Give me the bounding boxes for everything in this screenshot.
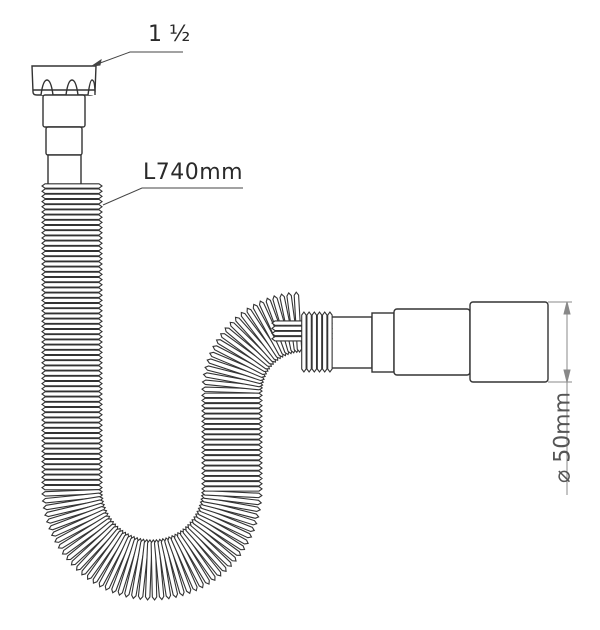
length-leader-line [102,187,243,206]
corrugated-hose [41,183,333,601]
size-leader-line [91,51,183,67]
diameter-label: ⌀ 50mm [550,391,576,484]
length-label: L740mm [143,160,244,185]
diameter-dimension [548,301,572,495]
outlet-fittings [329,301,549,383]
thread-size-label: 1 ½ [148,22,191,47]
top-collars [42,94,86,186]
top-nut [31,65,97,96]
